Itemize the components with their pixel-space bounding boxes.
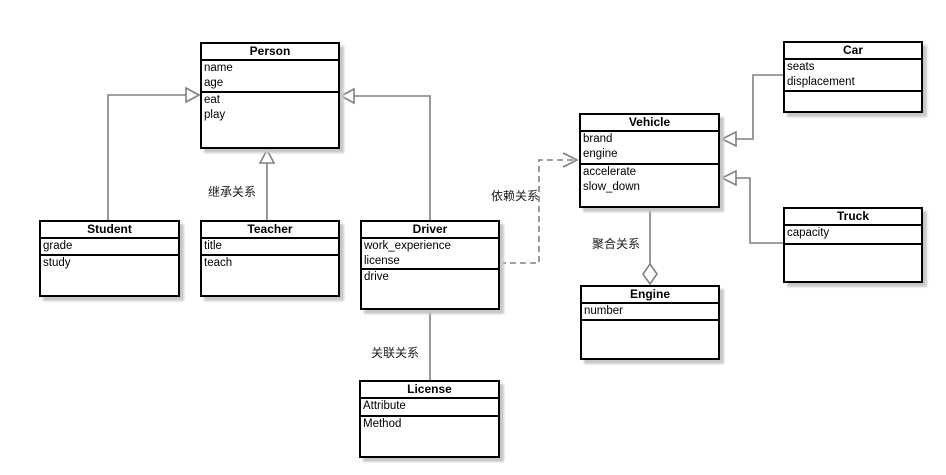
attribute: Attribute — [363, 400, 406, 412]
class-attributes: capacity — [785, 226, 921, 245]
method: study — [43, 257, 71, 269]
attribute: engine — [583, 148, 618, 160]
hollow-triangle-arrowhead-icon — [720, 130, 737, 148]
attribute: title — [204, 240, 222, 252]
class-title: License — [361, 382, 498, 399]
attribute: work_experience — [364, 240, 451, 252]
class-truck[interactable]: Truck capacity — [783, 207, 923, 283]
dependency-relation-label: 依赖关系 — [491, 189, 540, 203]
class-methods — [785, 92, 921, 111]
class-license[interactable]: License Attribute Method — [359, 380, 500, 458]
class-attributes: brand engine — [581, 132, 718, 165]
attribute: capacity — [787, 227, 830, 239]
class-methods: teach — [202, 256, 338, 295]
hollow-triangle-arrowhead-icon — [720, 169, 737, 187]
attribute: seats — [787, 61, 815, 73]
inheritance-relation-label: 继承关系 — [208, 185, 257, 199]
method: Method — [363, 418, 402, 430]
class-attributes: Attribute — [361, 399, 498, 417]
class-attributes: seats displacement — [785, 60, 921, 92]
class-teacher[interactable]: Teacher title teach — [200, 220, 340, 297]
hollow-triangle-arrowhead-icon — [185, 86, 201, 104]
class-title: Person — [202, 44, 338, 61]
method: slow_down — [583, 181, 640, 193]
class-person[interactable]: Person name age eat play — [200, 42, 340, 149]
class-title: Car — [785, 43, 921, 60]
aggregation-relation-label: 聚合关系 — [592, 237, 641, 251]
hollow-triangle-arrowhead-icon — [258, 148, 276, 164]
attribute: grade — [43, 240, 73, 252]
connector-car-vehicle-inheritance[interactable] — [720, 74, 783, 148]
class-methods: accelerate slow_down — [581, 165, 718, 206]
method: play — [204, 109, 226, 121]
class-title: Student — [41, 222, 178, 239]
connector-truck-vehicle-inheritance[interactable] — [720, 169, 783, 244]
connector-vehicle-engine-aggregation[interactable] — [642, 208, 658, 286]
method: teach — [204, 257, 233, 269]
class-student[interactable]: Student grade study — [39, 220, 180, 297]
hollow-triangle-arrowhead-icon — [339, 87, 355, 105]
method: eat — [204, 94, 220, 106]
connector-teacher-person-inheritance[interactable] — [258, 148, 276, 220]
class-attributes: grade — [41, 239, 178, 256]
attribute: age — [204, 77, 224, 89]
attribute: displacement — [787, 76, 855, 88]
connector-driver-person-inheritance[interactable] — [339, 87, 431, 220]
class-methods: Method — [361, 417, 498, 456]
attribute: brand — [583, 133, 613, 145]
class-title: Engine — [582, 287, 718, 304]
method: accelerate — [583, 166, 637, 178]
class-methods — [582, 321, 718, 358]
class-methods: eat play — [202, 93, 338, 147]
class-methods — [785, 245, 921, 281]
class-attributes: work_experience license — [362, 239, 498, 270]
class-engine[interactable]: Engine number — [580, 285, 720, 360]
attribute: name — [204, 62, 233, 74]
association-relation-label: 关联关系 — [371, 346, 420, 360]
class-attributes: title — [202, 239, 338, 256]
class-vehicle[interactable]: Vehicle brand engine accelerate slow_dow… — [579, 113, 720, 208]
class-title: Vehicle — [581, 115, 718, 132]
class-title: Truck — [785, 209, 921, 226]
attribute: number — [584, 305, 623, 317]
class-attributes: number — [582, 304, 718, 321]
class-driver[interactable]: Driver work_experience license drive — [360, 220, 500, 310]
class-methods: drive — [362, 270, 498, 308]
connector-student-person-inheritance[interactable] — [107, 86, 201, 220]
hollow-diamond-icon — [642, 262, 658, 286]
class-methods: study — [41, 256, 178, 295]
class-attributes: name age — [202, 61, 338, 93]
method: drive — [364, 271, 389, 283]
connector-driver-vehicle-dependency[interactable] — [500, 152, 579, 264]
class-car[interactable]: Car seats displacement — [783, 41, 923, 113]
class-title: Teacher — [202, 222, 338, 239]
open-arrowhead-icon — [562, 152, 579, 168]
attribute: license — [364, 255, 400, 267]
class-title: Driver — [362, 222, 498, 239]
